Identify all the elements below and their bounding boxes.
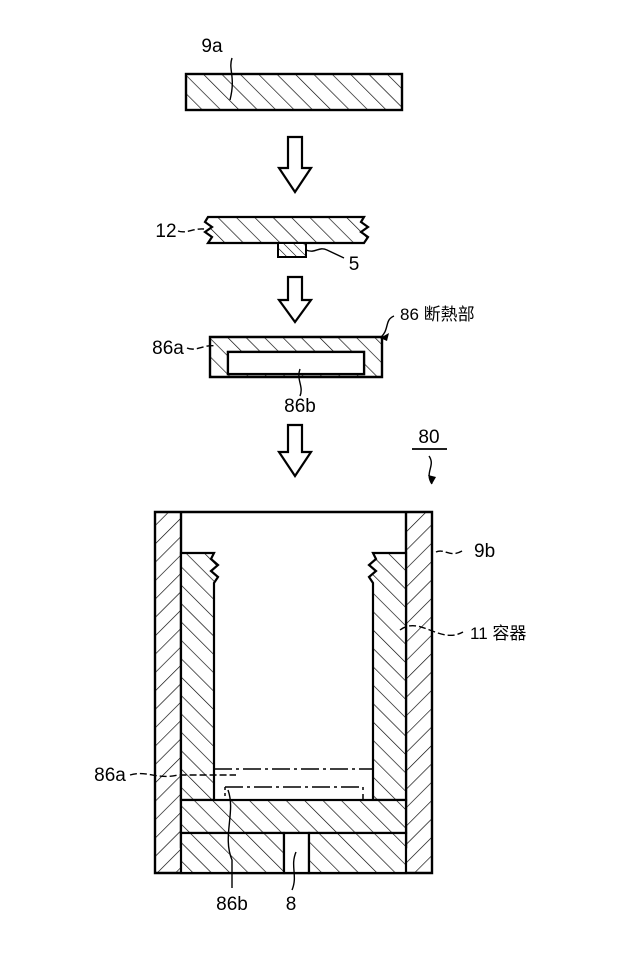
leader-12 [177, 228, 205, 233]
label-12: 12 [155, 221, 176, 242]
leader-11 [399, 624, 464, 637]
gap-8 [282, 831, 311, 875]
leader-9a [229, 57, 233, 101]
leader-8 [291, 851, 297, 891]
stage-4-group: 9b 11 容器 86a 86b 8 [94, 510, 526, 915]
label-86b-container: 86b [216, 894, 248, 915]
liner-9b-right-wall [367, 551, 408, 802]
leader-86 [379, 315, 395, 339]
label-8: 8 [286, 894, 297, 915]
arrow-stage1-to-stage2 [276, 135, 314, 194]
leader-80 [428, 455, 433, 485]
label-86a-container: 86a [94, 765, 126, 786]
insulating-cavity-86b [226, 350, 366, 376]
leader-86a-stage3 [186, 344, 217, 350]
phantom-outline-inner [225, 786, 364, 800]
leader-9b [435, 550, 463, 555]
arrow-stage3-to-stage4 [276, 423, 314, 478]
assembly-80-callout: 80 [412, 427, 447, 485]
label-86b-stage3: 86b [284, 396, 316, 417]
stage-2-group: 12 5 [155, 215, 370, 275]
plate-9a-body [184, 72, 404, 112]
label-11-container: 11 容器 [470, 624, 526, 643]
block-5-body [277, 242, 307, 258]
stage-3-group: 86a 86b 86 断熱部 [152, 305, 474, 417]
layer-86b-right [307, 831, 408, 875]
arrow-stage2-to-stage3 [276, 275, 314, 324]
leader-86b-stage3 [298, 368, 302, 397]
label-9a: 9a [201, 36, 223, 57]
label-5: 5 [349, 254, 360, 275]
label-86-insulating-part: 86 断熱部 [400, 305, 475, 324]
label-9b: 9b [474, 541, 495, 562]
label-86a-stage3: 86a [152, 338, 184, 359]
plate-12-body [203, 215, 370, 245]
label-80: 80 [418, 427, 439, 448]
stage-1-group: 9a [184, 36, 404, 112]
leader-86a-container [129, 772, 236, 778]
leader-5 [305, 248, 345, 259]
liner-9b-left-wall [179, 551, 220, 802]
leader-86b-container [227, 789, 233, 888]
liner-9b-bottom-plate [179, 798, 408, 835]
